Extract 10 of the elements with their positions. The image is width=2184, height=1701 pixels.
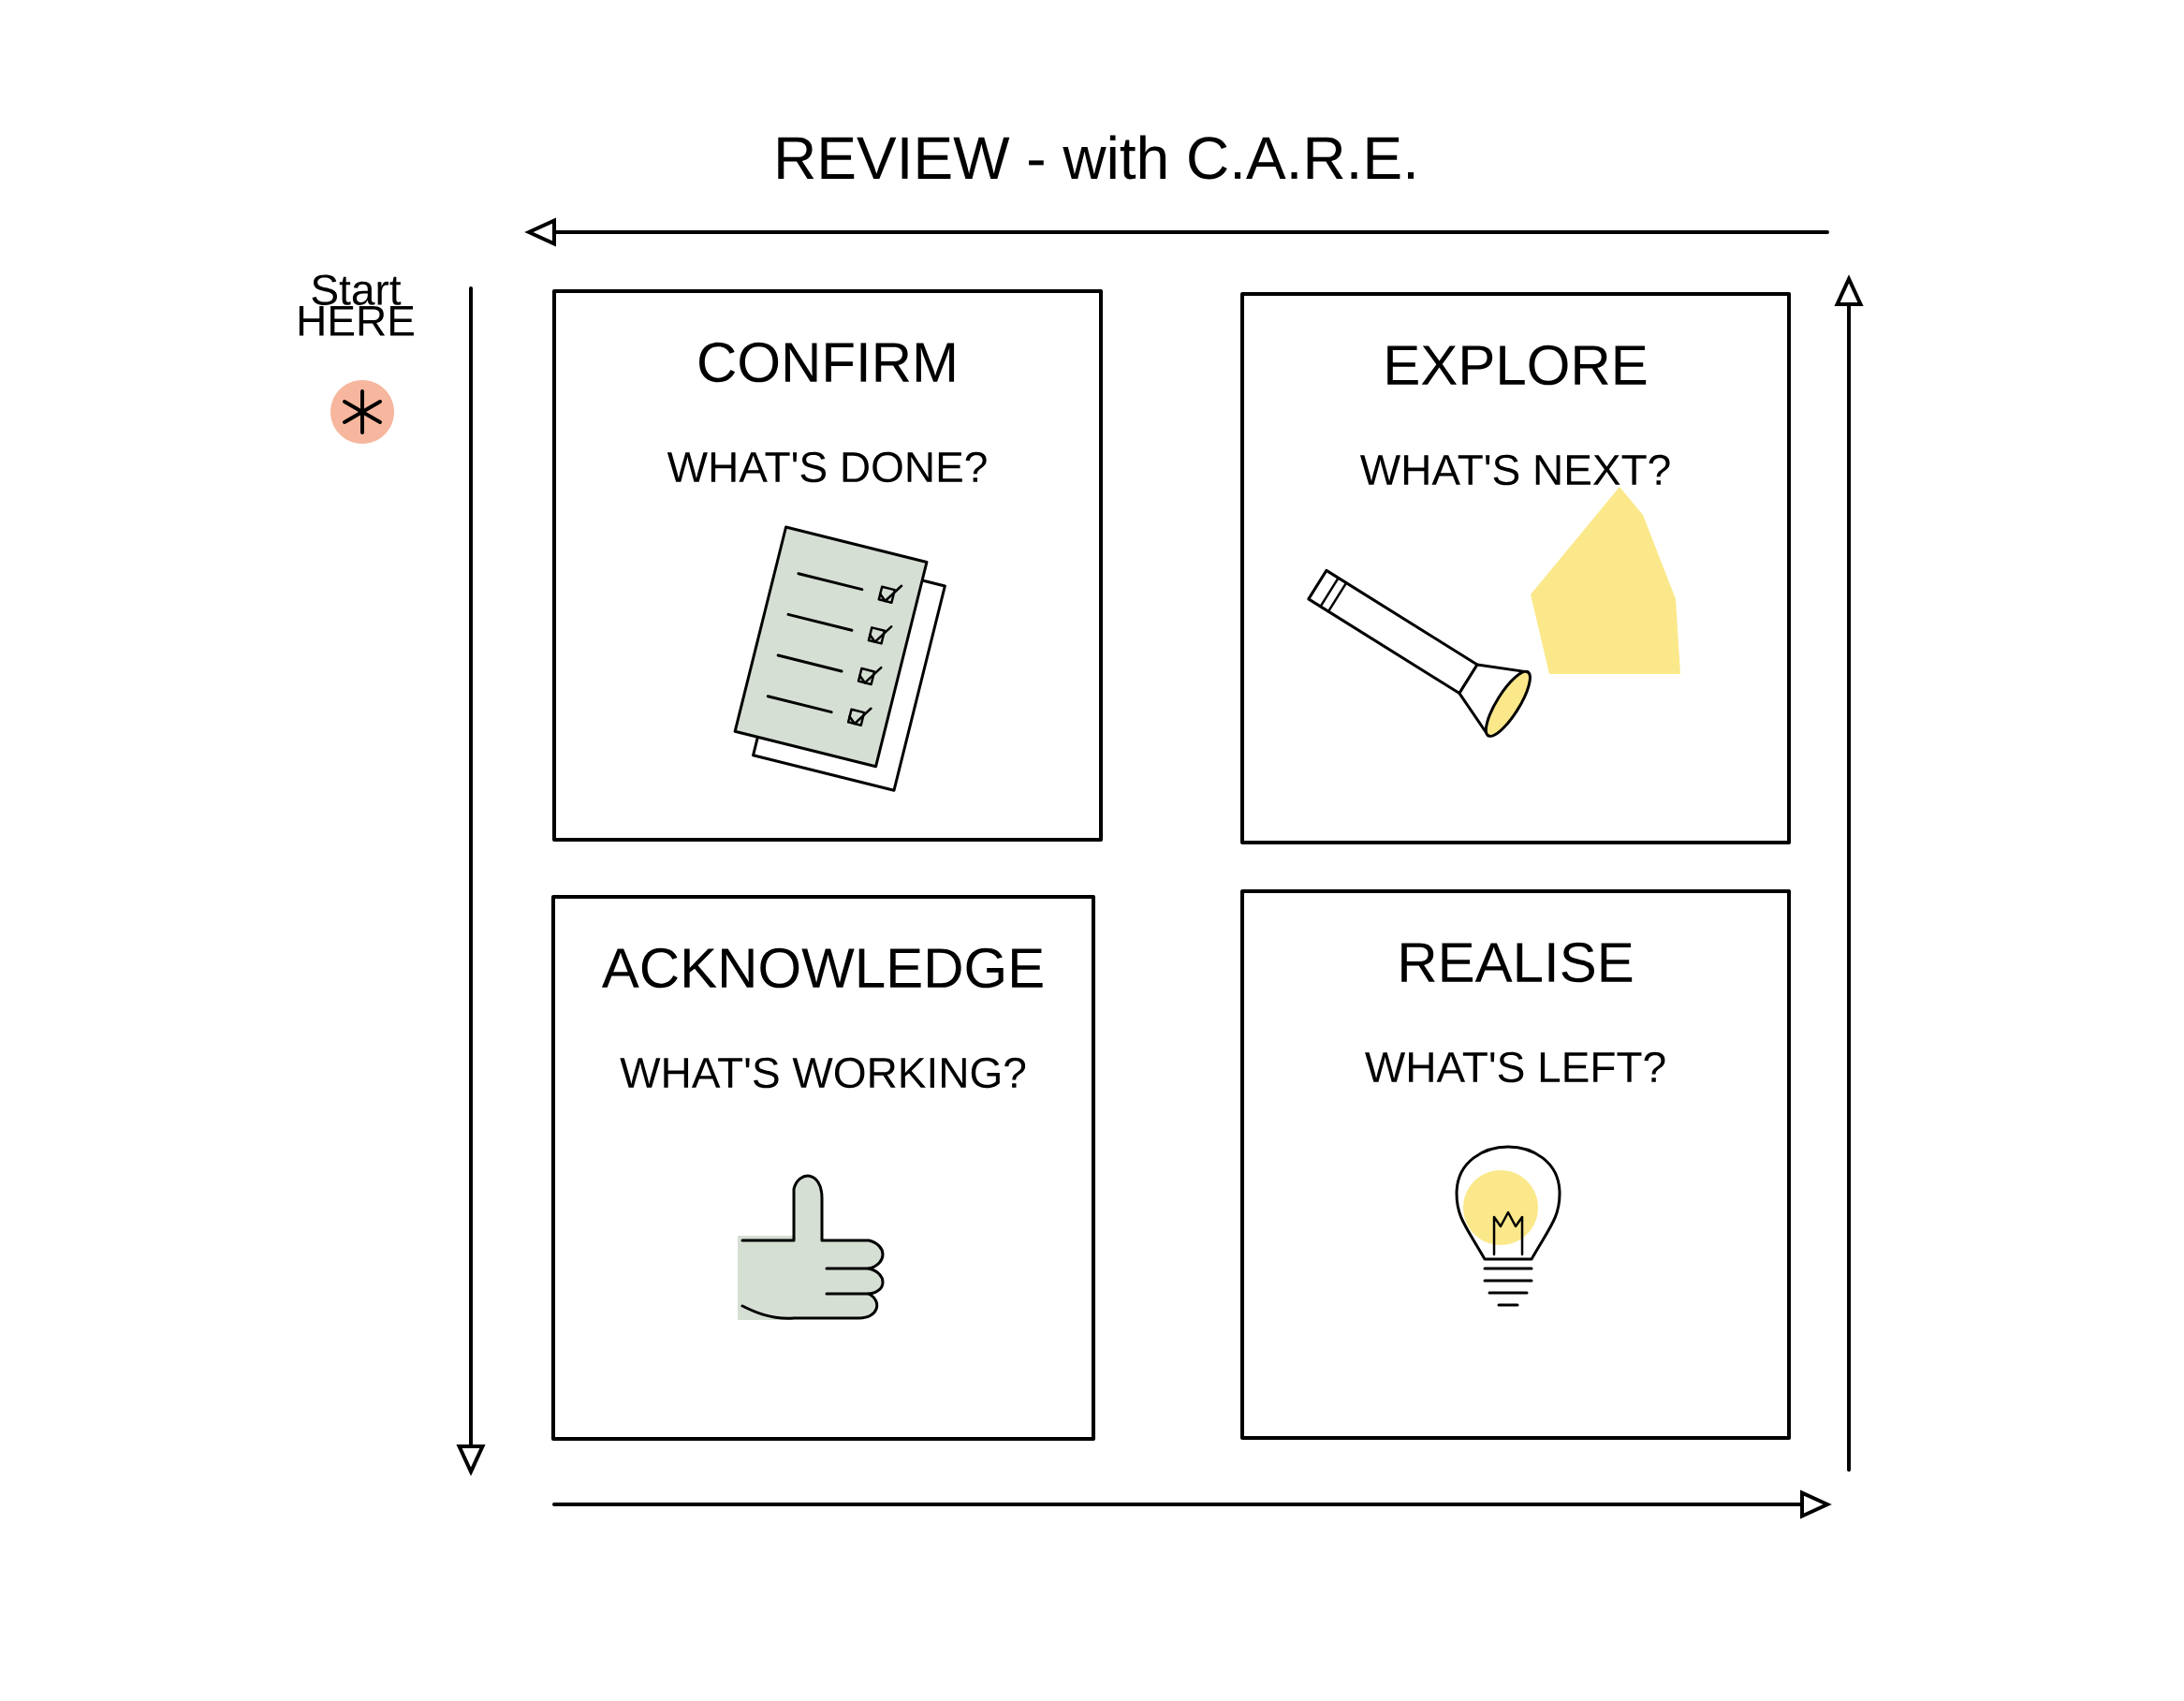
question-text: WHAT'S DONE? xyxy=(667,451,987,483)
start-label: Start HERE xyxy=(299,274,414,336)
quadrant-heading: ACKNOWLEDGE xyxy=(601,947,1043,989)
question-text: WHAT'S LEFT? xyxy=(1365,1051,1665,1083)
quadrant-heading: EXPLORE xyxy=(1387,345,1647,386)
quadrant-heading: CONFIRM xyxy=(699,342,955,383)
question-text: WHAT'S NEXT? xyxy=(1359,454,1670,486)
quadrant-heading: REALISE xyxy=(1401,942,1633,983)
question-text: WHAT'S WORKING? xyxy=(620,1057,1026,1089)
title: REVIEW - with C.A.R.E. xyxy=(778,135,1414,180)
